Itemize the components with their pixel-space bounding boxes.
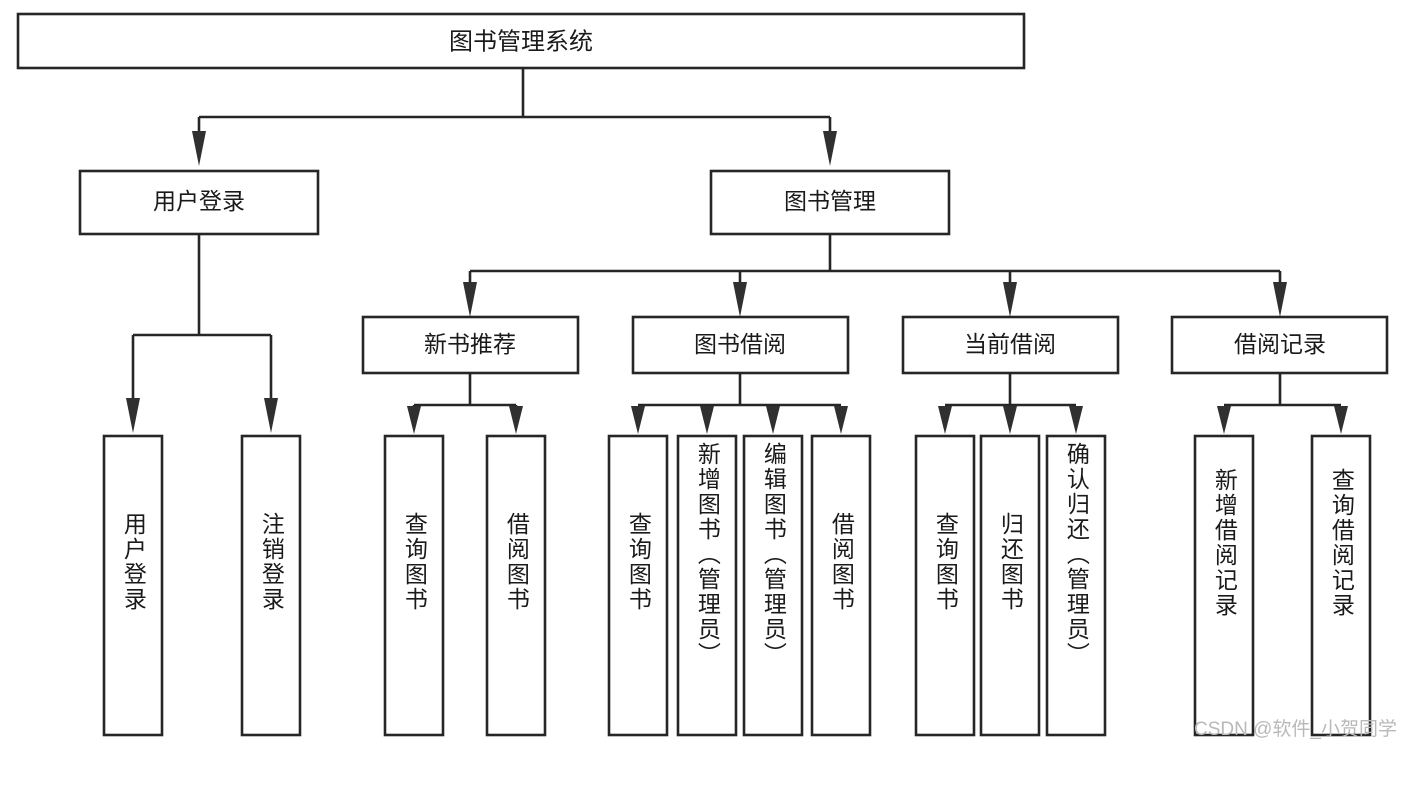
leaf-box-confirm-return-admin[interactable]: [1045, 434, 1107, 737]
leaf-box-query-book-2[interactable]: [607, 434, 669, 737]
node-book-borrow-box[interactable]: [631, 315, 850, 375]
arrow-book-child-3: [1003, 282, 1017, 317]
arrow-user-leaf-2: [264, 398, 278, 433]
node-new-book-recommend[interactable]: 新书推荐: [361, 315, 580, 375]
node-root-label: 图书管理系统: [449, 28, 593, 55]
leaf-box-query-borrow-record[interactable]: [1310, 434, 1372, 737]
node-root-box[interactable]: [16, 12, 1026, 70]
arrow-borrow-leaf-4: [834, 406, 848, 434]
node-borrow-record-box[interactable]: [1170, 315, 1389, 375]
connector-group-book-borrow: [631, 373, 848, 434]
arrow-current-leaf-3: [1069, 406, 1083, 434]
connector-group-user-login: [126, 234, 278, 433]
node-book-manage[interactable]: 图书管理: [709, 169, 951, 236]
arrow-borrow-leaf-3: [766, 406, 780, 434]
leaf-box-return-book[interactable]: [979, 434, 1041, 737]
node-book-borrow[interactable]: 图书借阅: [631, 315, 850, 375]
connector-group-current-borrow: [938, 373, 1083, 434]
leaf-box-borrow-book-2[interactable]: [810, 434, 872, 737]
arrow-current-leaf-2: [1003, 406, 1017, 434]
arrow-borrow-leaf-1: [631, 406, 645, 434]
node-book-manage-box[interactable]: [709, 169, 951, 236]
arrow-book-child-1: [463, 282, 477, 317]
node-new-book-recommend-label: 新书推荐: [424, 331, 516, 357]
leaf-box-edit-book-admin[interactable]: [742, 434, 804, 737]
node-book-manage-label: 图书管理: [784, 188, 876, 214]
connector-group-new-books: [407, 373, 523, 434]
flowchart-svg: 图书管理系统 用户登录 图书管理 新书推荐 图书借阅 当前借阅 借阅记录: [16, 12, 1389, 737]
arrow-root-to-user: [192, 131, 206, 166]
node-borrow-record[interactable]: 借阅记录: [1170, 315, 1389, 375]
node-current-borrow-box[interactable]: [901, 315, 1120, 375]
arrow-book-child-2: [733, 282, 747, 317]
csdn-watermark: CSDN @软件_小贺同学: [1194, 719, 1397, 740]
leaf-boxes: [102, 434, 1372, 737]
arrow-borrow-leaf-2: [700, 406, 714, 434]
node-new-book-recommend-box[interactable]: [361, 315, 580, 375]
diagram-canvas: 图书管理系统 用户登录 图书管理 新书推荐 图书借阅 当前借阅 借阅记录: [16, 12, 1397, 740]
node-user-login-box[interactable]: [78, 169, 320, 236]
arrow-newbook-leaf-2: [509, 406, 523, 434]
leaf-box-logout[interactable]: [240, 434, 302, 737]
leaf-box-add-borrow-record[interactable]: [1193, 434, 1255, 737]
leaf-box-query-book-1[interactable]: [383, 434, 445, 737]
node-user-login-label: 用户登录: [153, 188, 245, 214]
leaf-box-query-book-3[interactable]: [914, 434, 976, 737]
arrow-current-leaf-1: [938, 406, 952, 434]
arrow-book-child-4: [1273, 282, 1287, 317]
arrow-newbook-leaf-1: [407, 406, 421, 434]
node-current-borrow[interactable]: 当前借阅: [901, 315, 1120, 375]
node-current-borrow-label: 当前借阅: [964, 331, 1056, 357]
node-book-borrow-label: 图书借阅: [694, 331, 786, 357]
leaf-box-borrow-book-1[interactable]: [485, 434, 547, 737]
node-borrow-record-label: 借阅记录: [1234, 331, 1326, 357]
arrow-user-leaf-1: [126, 398, 140, 433]
connector-group-book-manage: [463, 234, 1287, 317]
connector-group-root: [192, 68, 837, 166]
leaf-box-user-login[interactable]: [102, 434, 164, 737]
leaf-box-add-book-admin[interactable]: [676, 434, 738, 737]
node-root[interactable]: 图书管理系统: [16, 12, 1026, 70]
node-user-login[interactable]: 用户登录: [78, 169, 320, 236]
arrow-root-to-book: [823, 131, 837, 166]
connector-group-borrow-record: [1217, 373, 1348, 434]
arrow-record-leaf-2: [1334, 406, 1348, 434]
arrow-record-leaf-1: [1217, 406, 1231, 434]
